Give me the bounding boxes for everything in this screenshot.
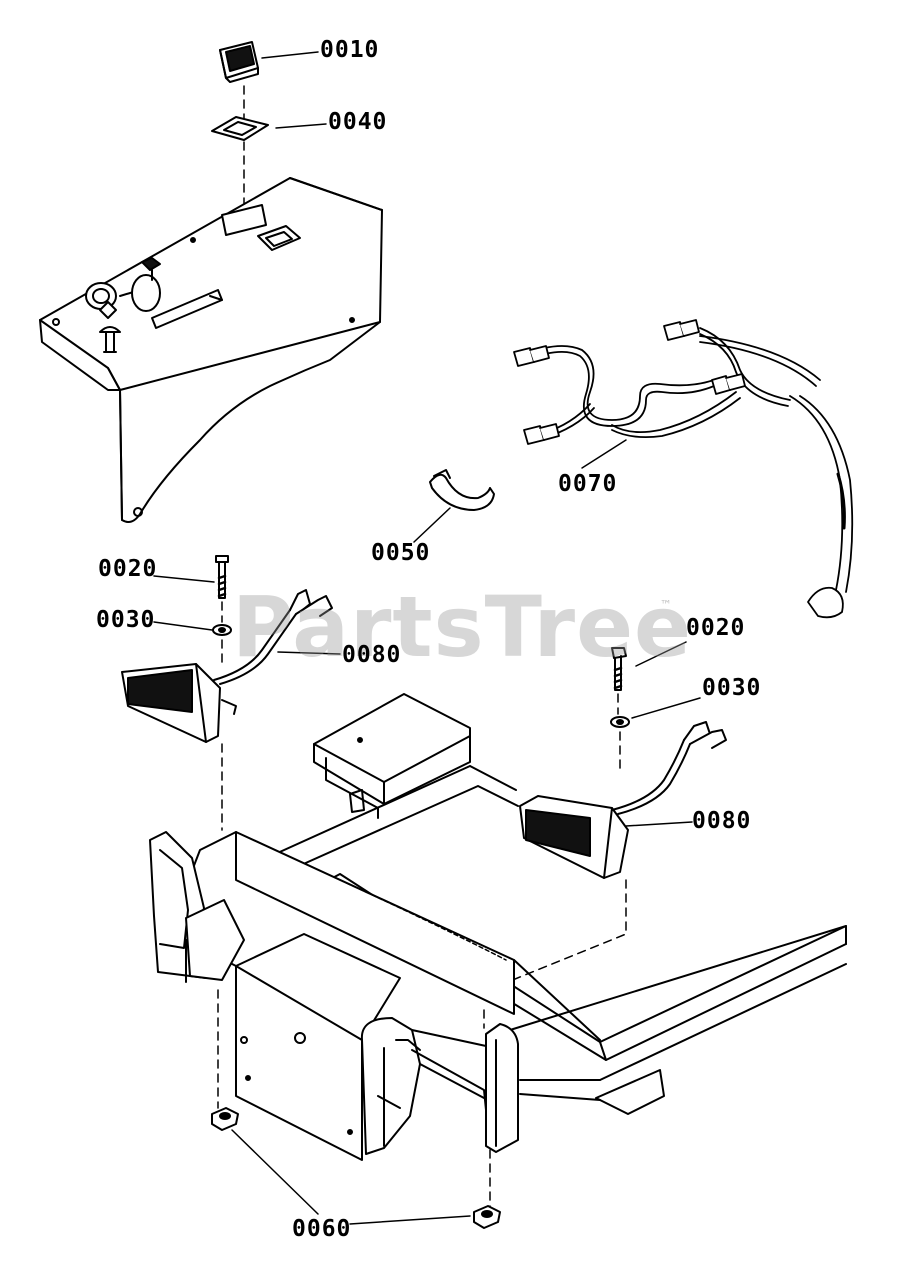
dash-panel — [39, 177, 383, 523]
callout-0050[interactable]: 0050 — [371, 540, 431, 566]
bolt-left-0020 — [215, 555, 229, 599]
leader-lines — [153, 51, 701, 1225]
switch-bezel-0040 — [211, 116, 269, 141]
callout-0010[interactable]: 0010 — [320, 37, 380, 63]
callout-0070[interactable]: 0070 — [558, 471, 618, 497]
callout-0060[interactable]: 0060 — [292, 1216, 352, 1242]
light-right-0080 — [519, 721, 727, 879]
bolt-right-0020 — [611, 647, 627, 691]
callout-0080-right[interactable]: 0080 — [692, 808, 752, 834]
clip-0050 — [429, 469, 495, 511]
callout-0030-left[interactable]: 0030 — [96, 607, 156, 633]
tractor-frame — [149, 693, 847, 1161]
nut-right-0060 — [473, 1205, 501, 1229]
callout-0030-right[interactable]: 0030 — [702, 675, 762, 701]
wire-harness-0070 — [513, 319, 854, 619]
callout-0080-left[interactable]: 0080 — [342, 642, 402, 668]
washer-left-0030 — [212, 624, 232, 636]
callout-0020-right[interactable]: 0020 — [686, 615, 746, 641]
callout-0040[interactable]: 0040 — [328, 109, 388, 135]
nut-left-0060 — [211, 1107, 239, 1131]
callout-0020-left[interactable]: 0020 — [98, 556, 158, 582]
rocker-switch-0010 — [219, 41, 259, 83]
washer-right-0030 — [610, 716, 630, 728]
light-left-0080 — [121, 589, 333, 743]
trademark-symbol: ™ — [660, 598, 672, 612]
parts-tree-watermark: PartsTree — [232, 578, 693, 676]
